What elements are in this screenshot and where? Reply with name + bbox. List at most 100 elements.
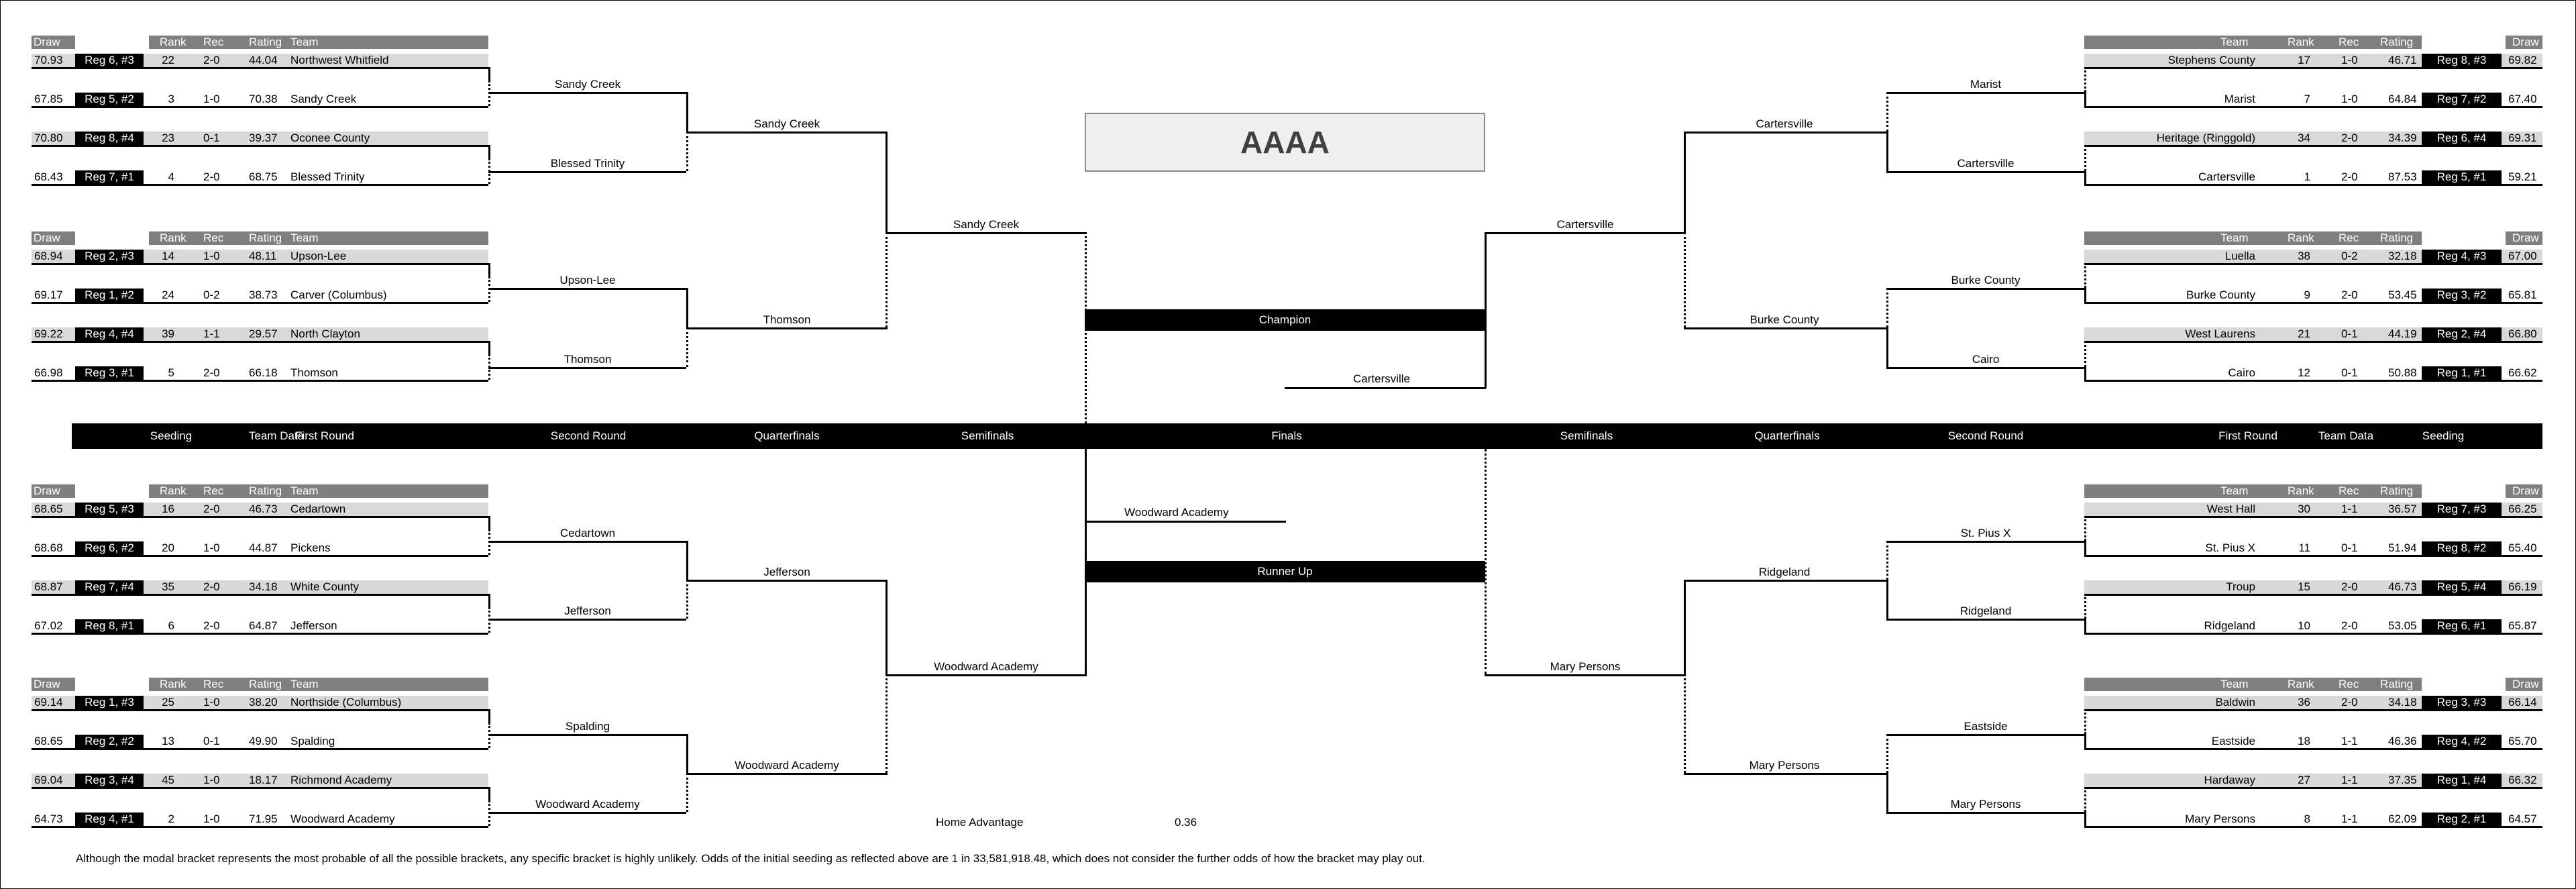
rating-value: 87.53 — [2388, 170, 2417, 183]
header-rec: Rec — [2339, 678, 2359, 690]
header-team: Team — [290, 231, 319, 244]
team-name: Hardaway — [2204, 774, 2255, 786]
rating-value: 64.84 — [2388, 93, 2417, 105]
qf-connector — [686, 541, 688, 582]
header-rec: Rec — [2339, 36, 2359, 48]
header-rating: Rating — [2380, 231, 2414, 244]
second-round-line — [1886, 367, 2084, 369]
header-draw: Draw — [2512, 231, 2539, 244]
second-round-winner: Sandy Creek — [554, 78, 621, 91]
team-name: Luella — [2224, 250, 2255, 262]
rating-value: 39.37 — [249, 132, 278, 144]
header-rank: Rank — [2288, 484, 2314, 497]
bracket-connector — [488, 145, 490, 160]
draw-value: 65.40 — [2508, 541, 2537, 554]
team-name: Carver (Columbus) — [290, 289, 387, 301]
round-label-quarterfinals-left: Quarterfinals — [754, 429, 820, 442]
semifinal-winner: Cartersville — [1556, 218, 1614, 231]
team-name: Blessed Trinity — [290, 170, 365, 183]
rank-value: 22 — [162, 54, 174, 66]
rank-value: 2 — [168, 813, 174, 825]
record-value: 1-1 — [2341, 774, 2358, 786]
team-name: Eastside — [2211, 735, 2255, 747]
record-value: 0-2 — [203, 289, 220, 301]
header-draw: Draw — [34, 484, 60, 497]
record-value: 2-0 — [203, 580, 220, 593]
rating-value: 34.18 — [2388, 696, 2417, 709]
qf-connector-dotted — [686, 773, 688, 812]
home-advantage-label: Home Advantage — [936, 816, 1024, 829]
header-rank: Rank — [2288, 36, 2314, 48]
sf-connector-dotted — [1684, 674, 1686, 773]
rank-value: 38 — [2298, 250, 2310, 262]
record-value: 2-0 — [203, 619, 220, 632]
bracket-title: AAAA — [1085, 113, 1485, 172]
rating-value: 44.19 — [2388, 327, 2417, 340]
seed-badge: Reg 3, #3 — [2422, 696, 2502, 709]
semifinal-line — [885, 674, 1087, 676]
record-value: 0-2 — [2341, 250, 2358, 262]
seed-badge: Reg 6, #3 — [75, 54, 144, 67]
sf-connector — [885, 580, 888, 676]
header-rank: Rank — [160, 678, 186, 690]
round-label-finals: Finals — [1271, 429, 1302, 442]
record-value: 1-0 — [203, 541, 220, 554]
header-team: Team — [2220, 231, 2249, 244]
quarterfinal-winner: Thomson — [763, 313, 811, 326]
rank-value: 11 — [2298, 541, 2310, 554]
rating-value: 46.36 — [2388, 735, 2417, 747]
row-underline — [32, 380, 488, 382]
record-value: 1-1 — [2341, 503, 2358, 515]
bracket-connector — [2084, 367, 2086, 382]
left-header-gap — [75, 36, 149, 49]
team-name: St. Pius X — [2205, 541, 2255, 554]
record-value: 2-0 — [2341, 170, 2358, 183]
rank-value: 18 — [2298, 735, 2310, 747]
draw-value: 65.81 — [2508, 289, 2537, 301]
rating-value: 66.18 — [249, 366, 278, 379]
header-rating: Rating — [2380, 484, 2414, 497]
row-underline — [32, 184, 488, 186]
header-rec: Rec — [2339, 484, 2359, 497]
row-underline — [32, 709, 488, 711]
header-draw: Draw — [2512, 678, 2539, 690]
record-value: 2-0 — [203, 503, 220, 515]
second-round-line — [488, 367, 686, 369]
header-rec: Rec — [203, 231, 224, 244]
seed-badge: Reg 1, #3 — [75, 696, 144, 709]
header-rank: Rank — [2288, 231, 2314, 244]
row-underline — [2084, 263, 2542, 265]
